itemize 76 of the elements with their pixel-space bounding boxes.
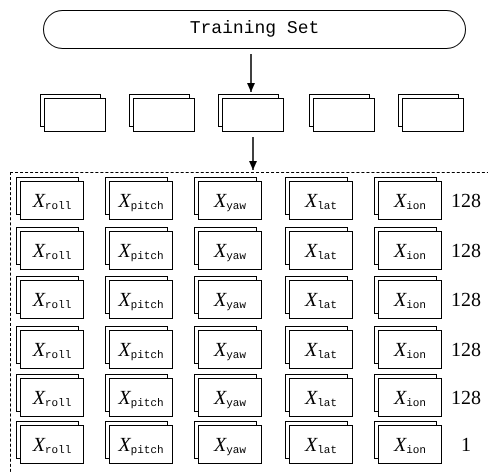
stacked-card — [194, 326, 262, 369]
count-label: 128 — [450, 290, 482, 310]
stacked-card — [285, 421, 353, 464]
stacked-card — [129, 94, 195, 132]
stacked-card — [285, 227, 353, 270]
variable-label: X$_{pitch}$ — [118, 340, 164, 360]
stacked-card — [218, 94, 284, 132]
stacked-card — [194, 421, 262, 464]
stacked-card — [285, 177, 353, 220]
variable-label: X$_{ion}$ — [394, 290, 426, 310]
variable-label: X$_{yaw}$ — [214, 388, 246, 408]
stacked-card — [16, 374, 84, 417]
variable-label: X$_{ion}$ — [394, 240, 426, 260]
variable-label: X$_{yaw}$ — [214, 434, 246, 454]
stacked-card — [285, 326, 353, 369]
variable-label: X$_{ion}$ — [394, 434, 426, 454]
stacked-card — [16, 227, 84, 270]
variable-label: X$_{lat}$ — [304, 190, 338, 210]
variable-label: X$_{yaw}$ — [214, 340, 246, 360]
stacked-card — [374, 227, 442, 270]
stacked-card — [374, 276, 442, 319]
variable-label: X$_{yaw}$ — [214, 290, 246, 310]
count-label: 128 — [450, 340, 482, 360]
terminal-box — [43, 10, 466, 49]
stacked-card — [194, 276, 262, 319]
stacked-card — [16, 326, 84, 369]
stacked-card — [16, 177, 84, 220]
variable-label: X$_{ion}$ — [394, 340, 426, 360]
variable-label: X$_{lat}$ — [304, 388, 338, 408]
count-label: 1 — [460, 435, 472, 455]
stacked-card — [16, 276, 84, 319]
variable-label: X$_{roll}$ — [32, 388, 72, 408]
stacked-card — [194, 177, 262, 220]
variable-label: X$_{pitch}$ — [118, 240, 164, 260]
variable-label: X$_{yaw}$ — [214, 240, 246, 260]
variable-label: X$_{pitch}$ — [118, 290, 164, 310]
stacked-card — [105, 227, 173, 270]
variable-label: X$_{roll}$ — [32, 434, 72, 454]
stacked-card — [398, 94, 464, 132]
variable-label: X$_{pitch}$ — [118, 190, 164, 210]
count-label: 128 — [450, 191, 482, 211]
stacked-card — [374, 326, 442, 369]
variable-label: X$_{lat}$ — [304, 434, 338, 454]
stacked-card — [374, 374, 442, 417]
variable-label: X$_{yaw}$ — [214, 190, 246, 210]
stacked-card — [16, 421, 84, 464]
stacked-card — [105, 374, 173, 417]
arrow — [247, 54, 255, 92]
node-label: Training Set — [190, 18, 320, 41]
stacked-card — [40, 94, 106, 132]
variable-label: X$_{lat}$ — [304, 340, 338, 360]
stacked-card — [285, 374, 353, 417]
variable-label: X$_{ion}$ — [394, 388, 426, 408]
stacked-card — [285, 276, 353, 319]
variable-label: X$_{lat}$ — [304, 290, 338, 310]
variable-label: X$_{roll}$ — [32, 290, 72, 310]
stacked-card — [194, 374, 262, 417]
variable-label: X$_{roll}$ — [32, 240, 72, 260]
variable-label: X$_{lat}$ — [304, 240, 338, 260]
arrow — [249, 137, 257, 170]
variable-label: X$_{roll}$ — [32, 340, 72, 360]
stacked-card — [105, 326, 173, 369]
variable-label: X$_{pitch}$ — [118, 388, 164, 408]
stacked-card — [309, 94, 375, 132]
stacked-card — [374, 421, 442, 464]
variable-label: X$_{pitch}$ — [118, 434, 164, 454]
count-label: 128 — [450, 388, 482, 408]
stacked-card — [105, 177, 173, 220]
dashed-region — [10, 172, 488, 473]
variable-label: X$_{ion}$ — [394, 190, 426, 210]
stacked-card — [374, 177, 442, 220]
count-label: 128 — [450, 241, 482, 261]
variable-label: X$_{roll}$ — [32, 190, 72, 210]
stacked-card — [105, 276, 173, 319]
stacked-card — [194, 227, 262, 270]
stacked-card — [105, 421, 173, 464]
